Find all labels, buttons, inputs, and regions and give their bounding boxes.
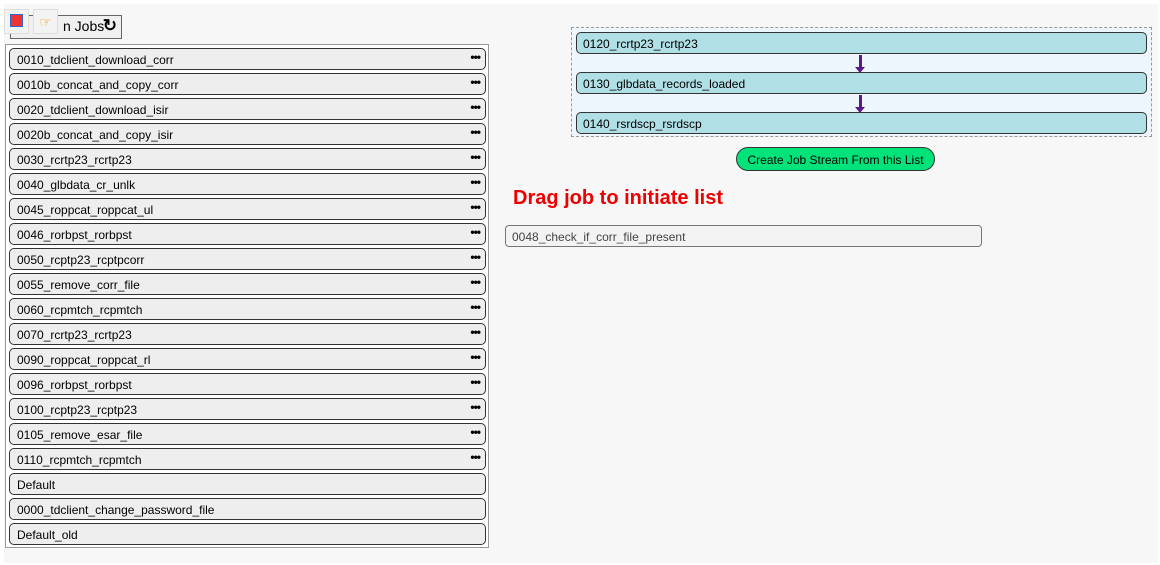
more-options-icon[interactable]: ••• [470,175,481,189]
job-label: 0060_rcpmtch_rcpmtch [17,303,143,317]
job-item[interactable]: 0050_rcptp23_rcptpcorr ••• [9,248,486,270]
job-label: 0010_tdclient_download_corr [17,53,174,67]
job-item[interactable]: 0090_roppcat_roppcat_rl ••• [9,348,486,370]
job-label: 0090_roppcat_roppcat_rl [17,353,151,367]
arrow-down-icon [855,95,865,113]
job-label: 0070_rcrtp23_rcrtp23 [17,328,132,342]
job-label: 0040_glbdata_cr_unlk [17,178,136,192]
job-label: Default [17,478,56,492]
job-label: 0105_remove_esar_file [17,428,143,442]
more-options-icon[interactable]: ••• [470,425,481,439]
more-options-icon[interactable]: ••• [470,50,481,64]
more-options-icon[interactable]: ••• [470,225,481,239]
edit-icon[interactable] [4,9,29,34]
job-label: 0110_rcpmtch_rcpmtch [17,453,142,467]
more-options-icon[interactable]: ••• [470,300,481,314]
more-options-icon[interactable]: ••• [470,400,481,414]
job-label: 0020b_concat_and_copy_isir [17,128,174,142]
job-label: 0050_rcptp23_rcptpcorr [17,253,145,267]
job-label: 0045_roppcat_roppcat_ul [17,203,154,217]
job-item[interactable]: 0020_tdclient_download_isir ••• [9,98,486,120]
job-item[interactable]: 0020b_concat_and_copy_isir ••• [9,123,486,145]
drag-hint: Drag job to initiate list [513,187,724,209]
job-stream-list: 0120_rcrtp23_rcrtp23 0130_glbdata_record… [571,27,1152,137]
more-options-icon[interactable]: ••• [470,275,481,289]
job-label: 0010b_concat_and_copy_corr [17,78,179,92]
more-options-icon[interactable]: ••• [470,450,481,464]
job-label: 0096_rorbpst_rorbpst [17,378,132,392]
job-item[interactable]: 0010_tdclient_download_corr ••• [9,48,486,70]
job-label: Default_old [17,528,78,542]
job-label: 0020_tdclient_download_isir [17,103,169,117]
job-item[interactable]: 0100_rcptp23_rcptp23 ••• [9,398,486,420]
job-label: 0000_tdclient_change_password_file [17,503,215,517]
job-item[interactable]: 0000_tdclient_change_password_file [9,498,486,520]
job-item[interactable]: 0110_rcpmtch_rcpmtch ••• [9,448,486,470]
more-options-icon[interactable]: ••• [470,75,481,89]
stream-job[interactable]: 0120_rcrtp23_rcrtp23 [576,32,1147,54]
job-item[interactable]: 0096_rorbpst_rorbpst ••• [9,373,486,395]
hand-pointer-icon[interactable]: ☞ [33,9,58,34]
refresh-icon[interactable]: ↻ [102,16,117,35]
job-item[interactable]: 0040_glbdata_cr_unlk ••• [9,173,486,195]
stream-job[interactable]: 0130_glbdata_records_loaded [576,72,1147,94]
more-options-icon[interactable]: ••• [470,250,481,264]
arrow-down-icon [855,55,865,73]
more-options-icon[interactable]: ••• [470,350,481,364]
more-options-icon[interactable]: ••• [470,125,481,139]
job-item[interactable]: 0055_remove_corr_file ••• [9,273,486,295]
job-item[interactable]: Default_old [9,523,486,545]
job-label: 0055_remove_corr_file [17,278,140,292]
job-item[interactable]: 0105_remove_esar_file ••• [9,423,486,445]
job-label: 0100_rcptp23_rcptp23 [17,403,138,417]
more-options-icon[interactable]: ••• [470,200,481,214]
job-item[interactable]: 0060_rcpmtch_rcpmtch ••• [9,298,486,320]
more-options-icon[interactable]: ••• [470,375,481,389]
job-item[interactable]: Default [9,473,486,495]
more-options-icon[interactable]: ••• [470,100,481,114]
header-title: n Jobs [63,18,105,34]
job-item[interactable]: 0070_rcrtp23_rcrtp23 ••• [9,323,486,345]
job-item[interactable]: 0010b_concat_and_copy_corr ••• [9,73,486,95]
job-label: 0030_rcrtp23_rcrtp23 [17,153,132,167]
stream-job[interactable]: 0140_rsrdscp_rsrdscp [576,112,1147,134]
draggable-job[interactable]: 0048_check_if_corr_file_present [505,225,982,247]
more-options-icon[interactable]: ••• [470,150,481,164]
job-item[interactable]: 0030_rcrtp23_rcrtp23 ••• [9,148,486,170]
job-list: 0010_tdclient_download_corr•••0010b_conc… [5,44,489,548]
job-label: 0046_rorbpst_rorbpst [17,228,132,242]
more-options-icon[interactable]: ••• [470,325,481,339]
create-job-stream-button[interactable]: Create Job Stream From this List [736,147,935,171]
job-item[interactable]: 0045_roppcat_roppcat_ul ••• [9,198,486,220]
job-item[interactable]: 0046_rorbpst_rorbpst ••• [9,223,486,245]
